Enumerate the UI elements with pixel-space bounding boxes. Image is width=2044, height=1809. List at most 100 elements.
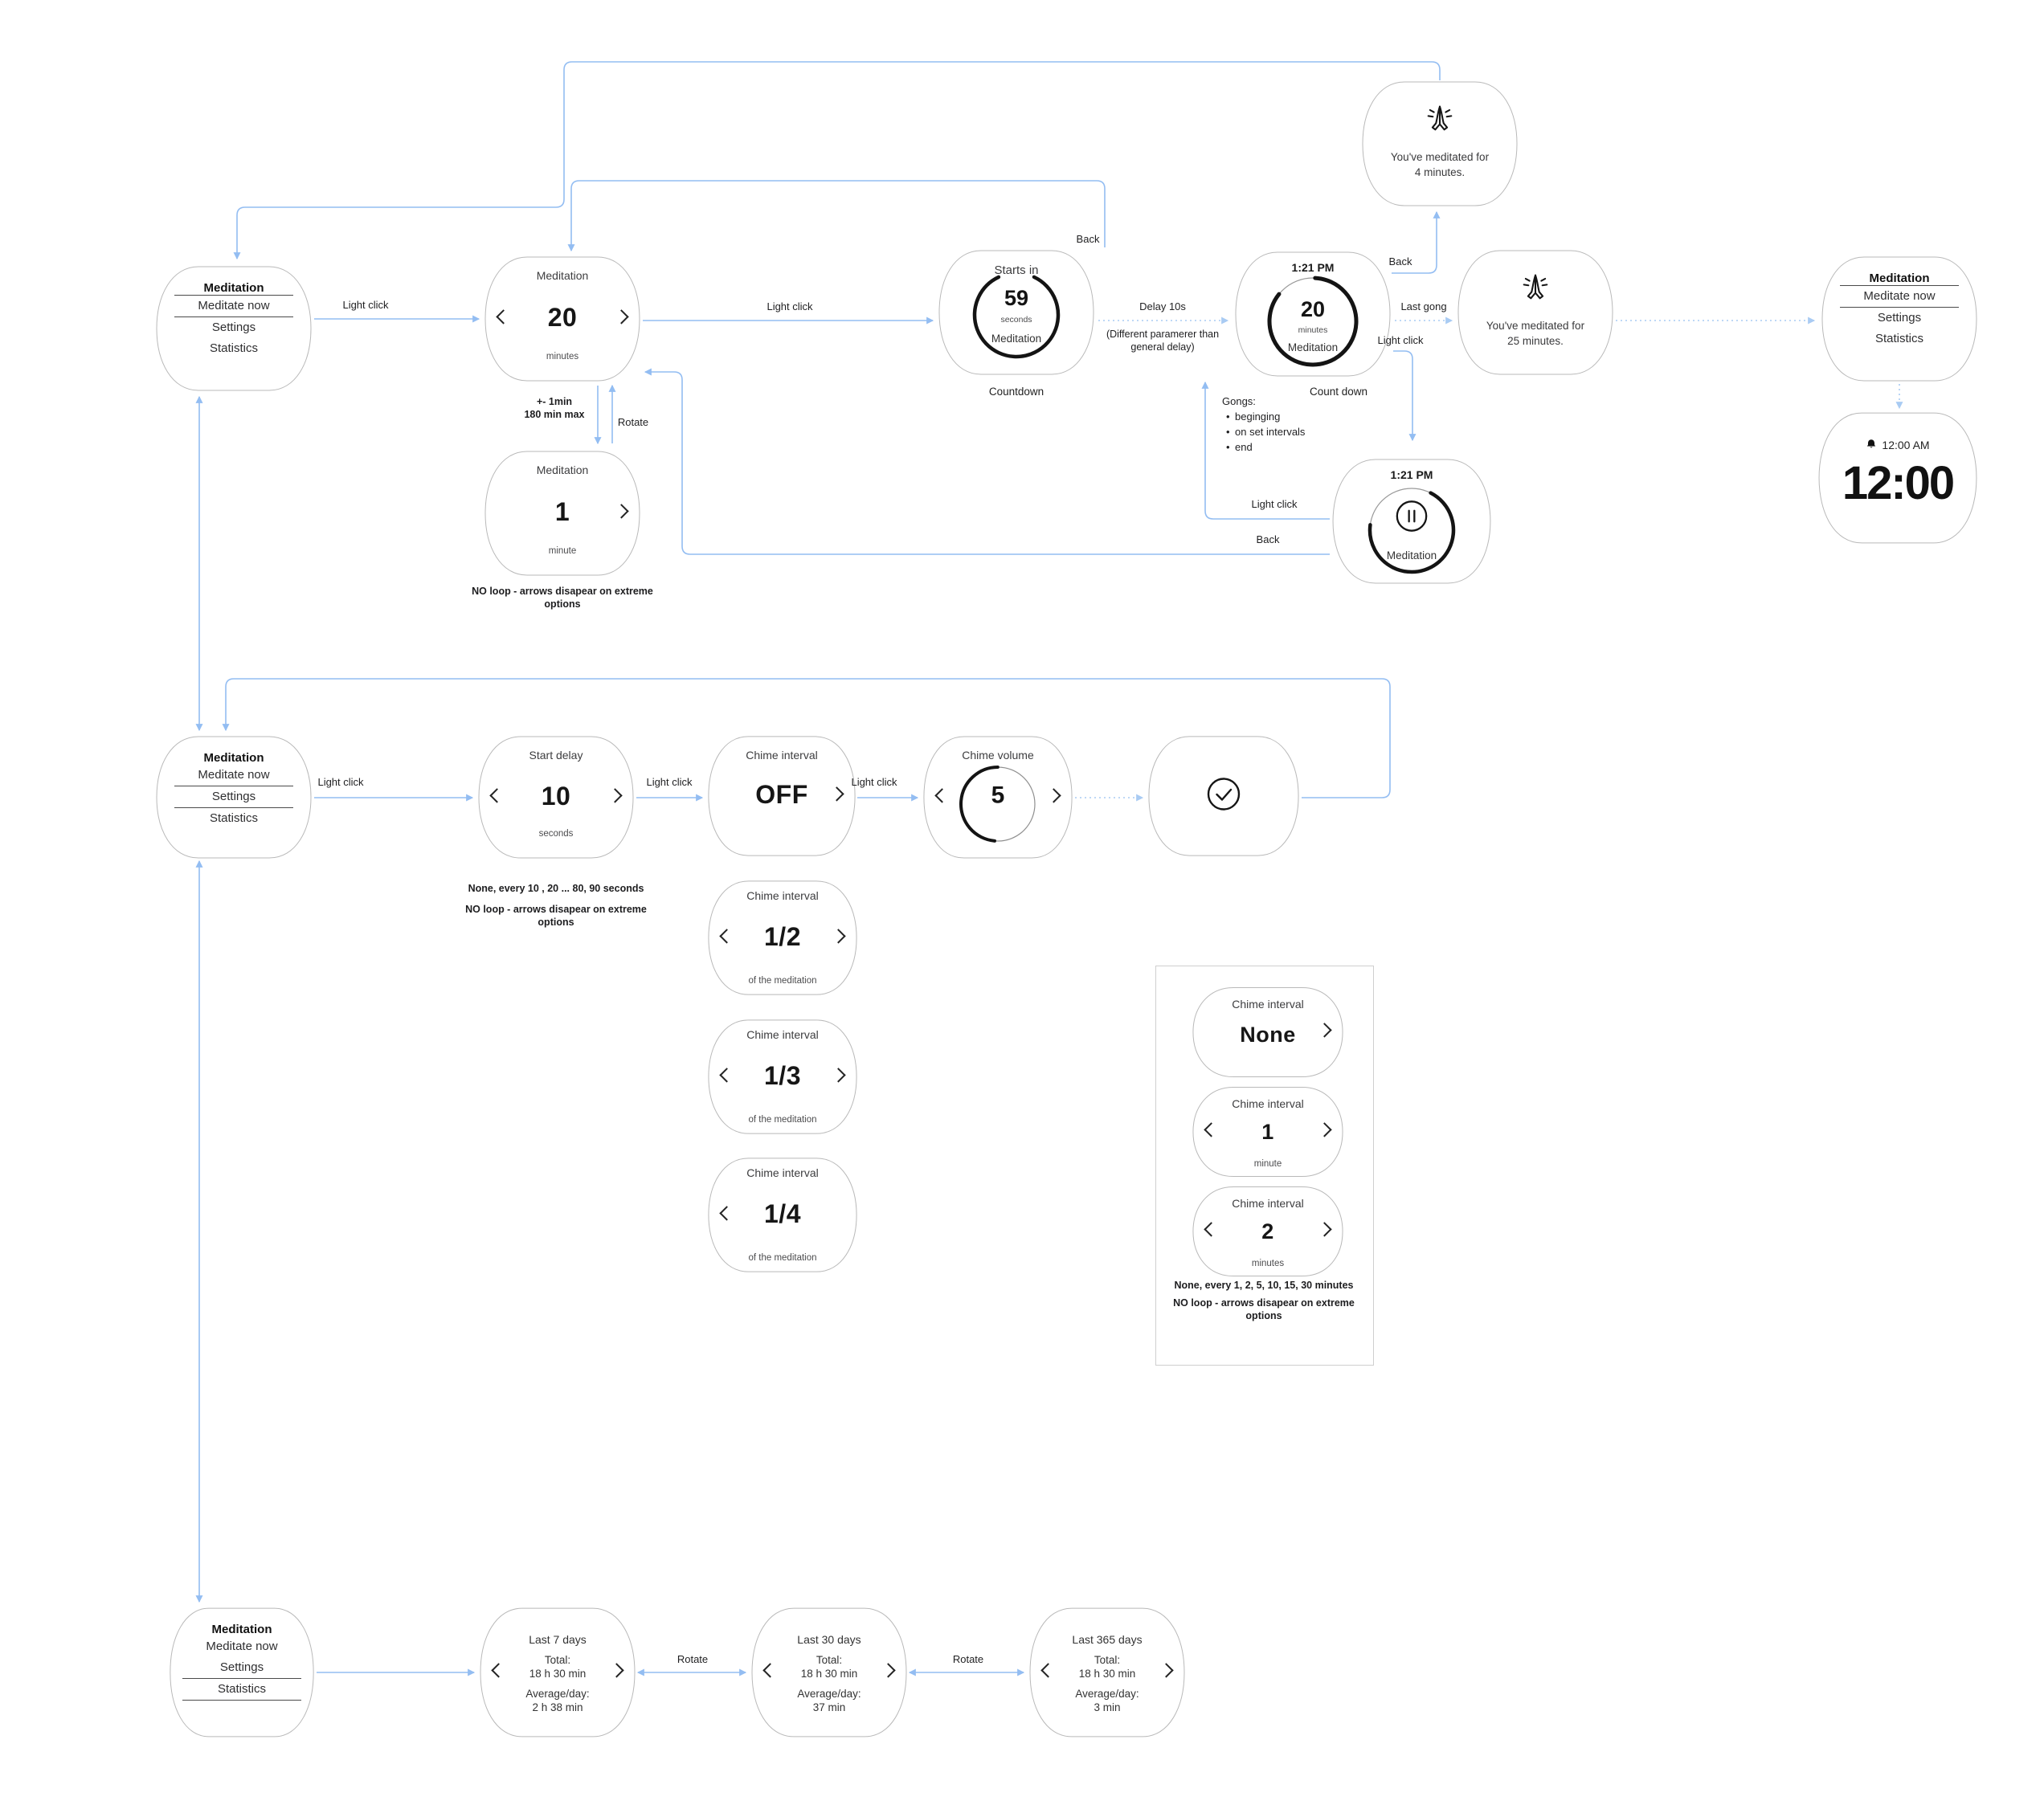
- chime-interval-value: None: [1240, 1023, 1296, 1047]
- stats-avg-value: 2 h 38 min: [532, 1701, 583, 1713]
- clock-time: 1:21 PM: [1390, 468, 1433, 481]
- chime-interval-value: 1/2: [764, 921, 801, 951]
- chime-interval-value: 2: [1261, 1219, 1274, 1244]
- summary-line2: 25 minutes.: [1507, 335, 1564, 347]
- stats-total-value: 18 h 30 min: [800, 1668, 858, 1680]
- caption-count-down: Count down: [1309, 386, 1368, 398]
- screen-chime-interval-1min: Chime interval 1 minute: [1192, 1086, 1344, 1178]
- stats-avg-value: 37 min: [812, 1701, 846, 1713]
- note-no-loop: NO loop - arrows disapear on extreme opt…: [1173, 1297, 1355, 1321]
- paused-footer: Meditation: [1386, 549, 1437, 561]
- screen-title: Chime interval: [1232, 1197, 1304, 1210]
- edge-label-last-gong: Last gong: [1400, 300, 1447, 312]
- summary-text: You've meditated for 4 minutes.: [1361, 149, 1519, 180]
- confirm-check-icon[interactable]: [1205, 776, 1242, 817]
- delay-value: 10: [541, 781, 571, 811]
- menu-item-statistics[interactable]: Statistics: [182, 1679, 301, 1701]
- edge-label-light-click: Light click: [342, 299, 389, 311]
- summary-text: You've meditated for 25 minutes.: [1457, 318, 1614, 349]
- menu-item-statistics[interactable]: Statistics: [1874, 332, 1923, 345]
- screen-title: Chime interval: [1232, 998, 1304, 1011]
- stats-avg-label: Average/day:: [1075, 1688, 1139, 1700]
- clock-time: 1:21 PM: [1291, 261, 1335, 274]
- menu-item-meditate-now[interactable]: Meditate now: [1840, 285, 1959, 308]
- menu-title: Meditation: [1869, 272, 1930, 285]
- note-gongs-item: on set intervals: [1222, 424, 1305, 439]
- screen-start-delay: Start delay 10 seconds: [477, 735, 635, 860]
- timer-progress-ring: [1267, 276, 1359, 367]
- stats-avg-value: 3 min: [1094, 1701, 1121, 1713]
- menu-item-meditate-now[interactable]: Meditate now: [206, 1640, 278, 1653]
- caption-countdown: Countdown: [988, 386, 1044, 398]
- screen-duration-20: Meditation 20 minutes: [484, 255, 641, 382]
- screen-timer-running: 1:21 PM 20 minutes Meditation: [1234, 251, 1392, 378]
- menu-item-statistics[interactable]: Statistics: [209, 341, 258, 355]
- screen-chime-interval-quarter: Chime interval 1/4 of the meditation: [707, 1157, 858, 1273]
- duration-unit: minute: [548, 546, 577, 556]
- timer-footer: Meditation: [1287, 341, 1339, 353]
- menu-item-meditate-now[interactable]: Meditate now: [198, 768, 270, 782]
- edge-label-back: Back: [1256, 533, 1280, 545]
- menu-item-settings[interactable]: Settings: [1877, 311, 1922, 325]
- screen-settings-confirm: [1147, 735, 1300, 857]
- screen-watchface: 12:00 AM 12:00: [1817, 411, 1978, 545]
- countdown-title: Starts in: [994, 263, 1039, 277]
- screen-title: Meditation: [536, 269, 589, 282]
- note-gongs: Gongs: beginging on set intervals end: [1222, 394, 1305, 455]
- edge-label-rotate: Rotate: [677, 1653, 709, 1665]
- timer-progress-ring: [1367, 486, 1456, 574]
- chime-interval-unit: of the meditation: [748, 1253, 817, 1263]
- edge-label-light-click: Light click: [766, 300, 813, 312]
- duration-value: 20: [547, 303, 578, 333]
- edge-label-light-click: Light click: [317, 776, 364, 788]
- stats-total-label: Total:: [816, 1654, 843, 1666]
- chime-interval-unit: minutes: [1251, 1259, 1285, 1268]
- menu-item-settings[interactable]: Settings: [174, 786, 293, 808]
- stats-total-value: 18 h 30 min: [529, 1668, 587, 1680]
- duration-unit: minutes: [546, 352, 579, 361]
- note-delay-param: (Different paramerer than general delay): [1106, 329, 1220, 353]
- note-delay-options: None, every 10 , 20 ... 80, 90 seconds: [468, 883, 644, 894]
- menu-title: Meditation: [211, 1623, 272, 1636]
- menu-item-settings[interactable]: Settings: [182, 1657, 301, 1679]
- edge-label-rotate: Rotate: [952, 1653, 984, 1665]
- stats-total-label: Total:: [1094, 1654, 1121, 1666]
- menu-title: Meditation: [203, 751, 264, 765]
- volume-value: 5: [991, 781, 1005, 808]
- duration-value: 1: [554, 497, 570, 527]
- note-no-loop: NO loop - arrows disapear on extreme opt…: [465, 904, 647, 928]
- screen-title: Chime interval: [746, 749, 818, 762]
- stats-avg-label: Average/day:: [525, 1688, 590, 1700]
- screen-stats-365days: Last 365 days Total: 18 h 30 min Average…: [1028, 1607, 1186, 1738]
- chime-interval-value: 1: [1261, 1120, 1274, 1145]
- menu-item-meditate-now[interactable]: Meditate now: [174, 295, 293, 317]
- chime-interval-unit: of the meditation: [748, 976, 817, 986]
- screen-title: Chime interval: [746, 1166, 819, 1179]
- alarm-time: 12:00 AM: [1882, 439, 1930, 451]
- note-interval-options: None, every 1, 2, 5, 10, 15, 30 minutes: [1174, 1280, 1354, 1291]
- note-rotate-step-line2: 180 min max: [524, 409, 585, 420]
- menu-item-statistics[interactable]: Statistics: [209, 811, 258, 825]
- screen-menu-statistics: Meditation Meditate now Settings Statist…: [169, 1607, 315, 1738]
- pause-button-icon[interactable]: [1394, 499, 1429, 538]
- screen-countdown: Starts in 59 seconds Meditation: [938, 249, 1095, 376]
- summary-line1: You've meditated for: [1390, 151, 1490, 163]
- screen-title: Chime interval: [746, 889, 819, 902]
- screen-timer-paused: 1:21 PM Meditation: [1331, 458, 1492, 585]
- screen-stats-30days: Last 30 days Total: 18 h 30 min Average/…: [750, 1607, 908, 1738]
- edge-label-delay: Delay 10s: [1139, 300, 1186, 312]
- timer-unit: minutes: [1298, 325, 1328, 335]
- countdown-footer: Meditation: [991, 333, 1042, 345]
- praying-hands-icon: [1515, 268, 1556, 314]
- praying-hands-icon: [1419, 100, 1461, 145]
- screen-chime-interval-off: Chime interval OFF: [707, 735, 856, 857]
- screen-title: Chime volume: [962, 749, 1034, 762]
- countdown-seconds: 59: [1004, 286, 1029, 310]
- stats-period: Last 30 days: [797, 1633, 861, 1646]
- note-gongs-title: Gongs:: [1222, 395, 1256, 407]
- screen-chime-interval-2min: Chime interval 2 minutes: [1192, 1186, 1344, 1277]
- menu-item-settings[interactable]: Settings: [211, 321, 256, 334]
- summary-line1: You've meditated for: [1486, 320, 1585, 332]
